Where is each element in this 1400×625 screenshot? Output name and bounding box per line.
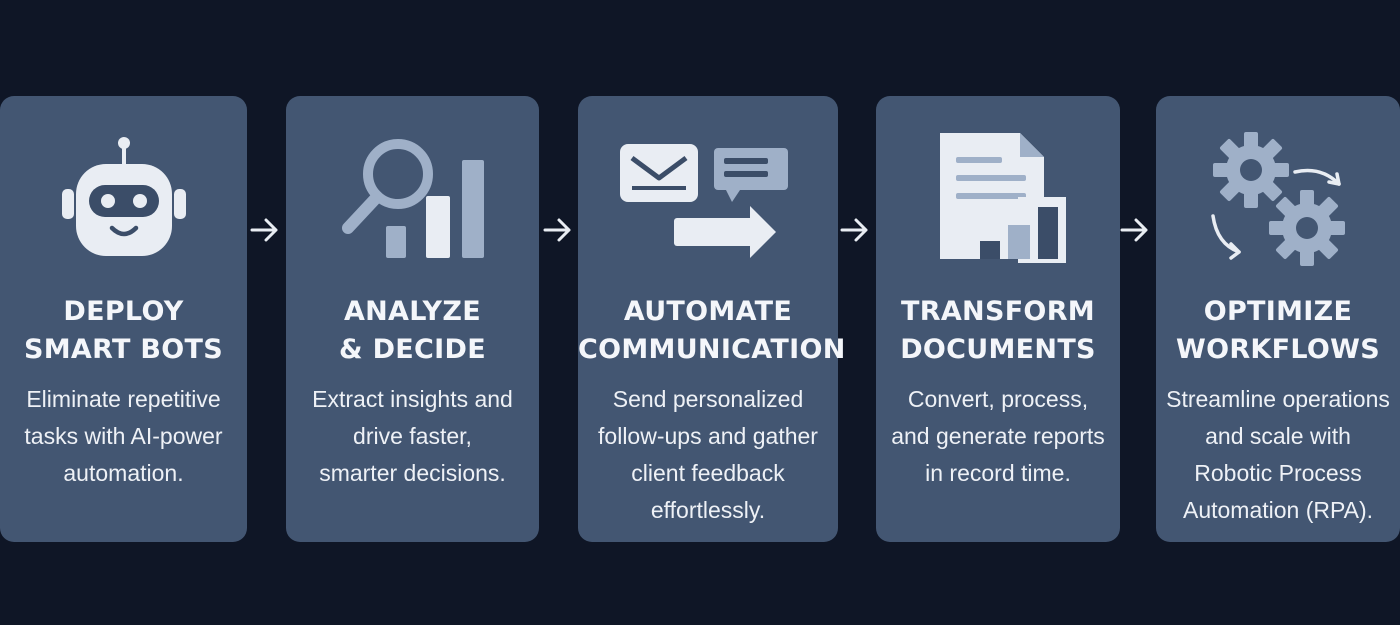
robot-icon bbox=[0, 124, 247, 274]
document-chart-icon bbox=[876, 124, 1120, 274]
step-description: Extract insights and drive faster, smart… bbox=[312, 386, 513, 486]
step-description: Streamline operations and scale with Rob… bbox=[1166, 386, 1390, 523]
step-description: Convert, process, and generate reports i… bbox=[891, 386, 1105, 486]
step-title: TRANSFORM DOCUMENTS bbox=[900, 296, 1096, 365]
step-description: Send personalized follow-ups and gather … bbox=[598, 386, 818, 523]
gears-cycle-icon bbox=[1156, 124, 1400, 274]
step-title: ANALYZE & DECIDE bbox=[339, 296, 486, 365]
message-arrow-icon bbox=[578, 124, 838, 274]
step-title: AUTOMATE COMMUNICATION bbox=[578, 296, 846, 365]
step-card-optimize: OPTIMIZE WORKFLOWS Streamline operations… bbox=[1156, 96, 1400, 542]
arrow-right-icon bbox=[840, 218, 868, 242]
step-card-communication: AUTOMATE COMMUNICATION Send personalized… bbox=[578, 96, 846, 542]
step-title: DEPLOY SMART BOTS bbox=[23, 296, 223, 365]
step-card-documents: TRANSFORM DOCUMENTS Convert, process, an… bbox=[876, 96, 1120, 542]
magnifier-chart-icon bbox=[286, 124, 539, 274]
step-title: OPTIMIZE WORKFLOWS bbox=[1175, 296, 1380, 365]
arrow-right-icon bbox=[250, 218, 278, 242]
step-description: Eliminate repetitive tasks with AI-power… bbox=[24, 386, 223, 486]
arrow-right-icon bbox=[1120, 218, 1148, 242]
step-card-deploy: DEPLOY SMART BOTS Eliminate repetitive t… bbox=[0, 96, 247, 542]
step-card-analyze: ANALYZE & DECIDE Extract insights and dr… bbox=[286, 96, 539, 542]
arrow-right-icon bbox=[543, 218, 571, 242]
